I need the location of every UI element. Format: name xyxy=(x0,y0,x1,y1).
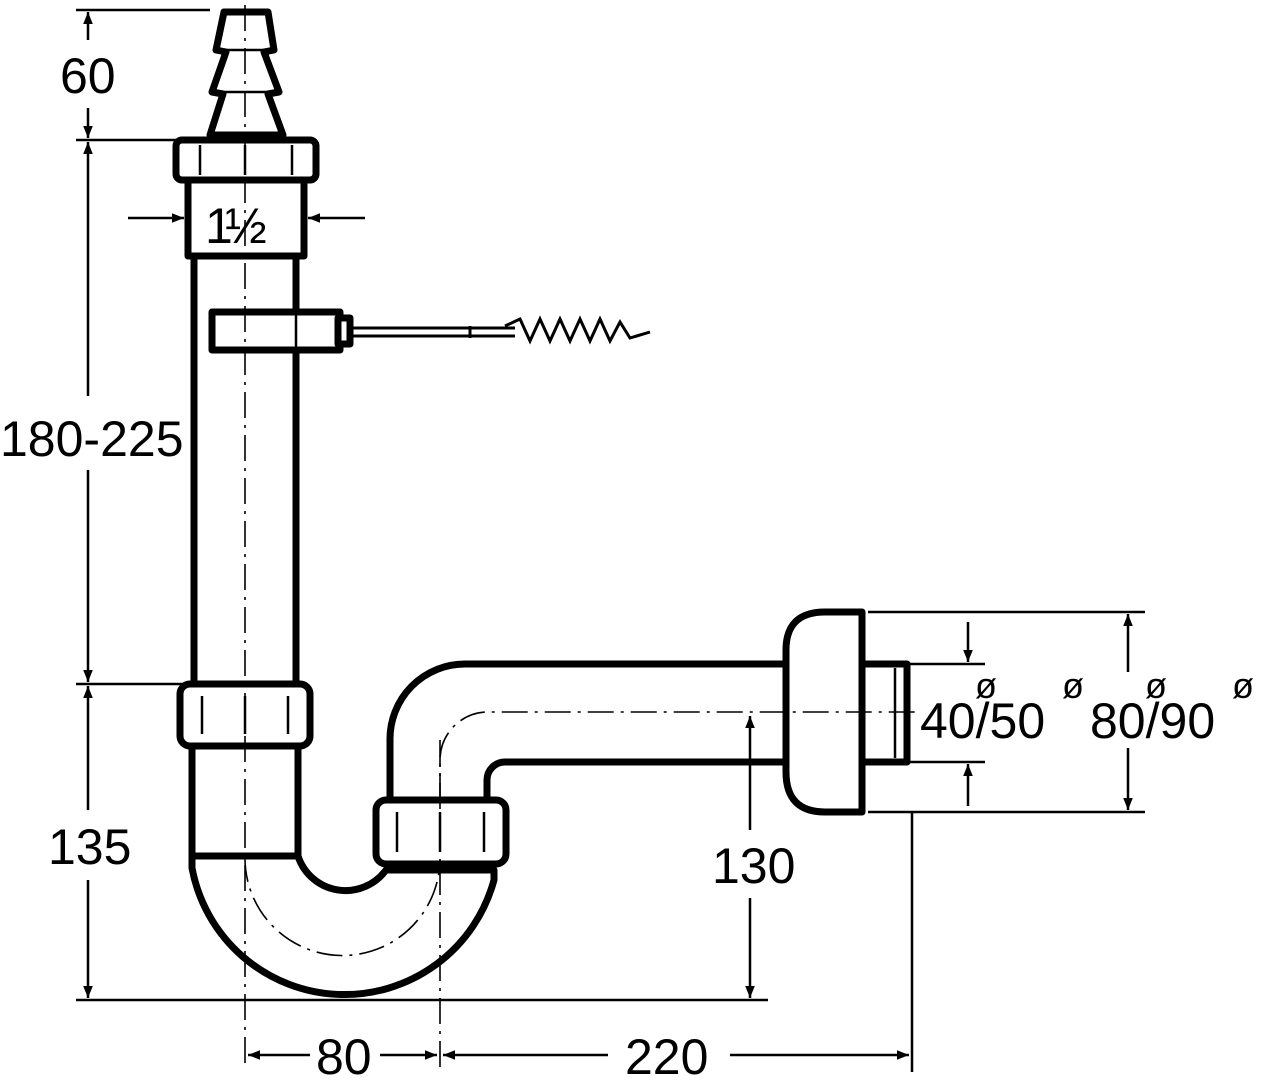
label-pipe-diameters-group: 40/50 ø ø xyxy=(920,665,1084,749)
label-rosette-diameters: 80/90 xyxy=(1090,693,1215,749)
label-outlet-height: 130 xyxy=(712,838,795,894)
diameter-symbol-2: ø xyxy=(1062,665,1084,706)
diameter-symbol-3: ø xyxy=(1145,665,1167,706)
diameter-symbol-1: ø xyxy=(975,665,997,706)
label-pipe-diameters: 40/50 xyxy=(920,693,1045,749)
dimension-lines xyxy=(83,11,1133,1060)
label-lower-height: 135 xyxy=(48,819,131,875)
center-lines xyxy=(244,5,915,1070)
label-hose-length: 60 xyxy=(60,48,116,104)
label-rosette-diameters-group: 80/90 ø ø xyxy=(1090,665,1254,749)
top-union-nut xyxy=(172,136,320,260)
diameter-symbol-4: ø xyxy=(1232,665,1254,706)
label-height-range: 180-225 xyxy=(0,411,184,467)
wall-bracket-screw xyxy=(208,308,651,354)
label-trap-offset: 80 xyxy=(316,1029,372,1080)
extension-lines xyxy=(76,8,1145,1072)
label-thread-fraction: ½ xyxy=(225,198,267,254)
label-thread-whole: 1 xyxy=(205,198,233,254)
hose-nozzle xyxy=(206,8,287,139)
outlet-arm xyxy=(386,660,794,804)
u-bend xyxy=(188,852,498,999)
label-wall-distance: 220 xyxy=(625,1029,708,1080)
label-thread-size: 1 ½ xyxy=(205,198,267,254)
right-union-nut xyxy=(372,796,510,868)
